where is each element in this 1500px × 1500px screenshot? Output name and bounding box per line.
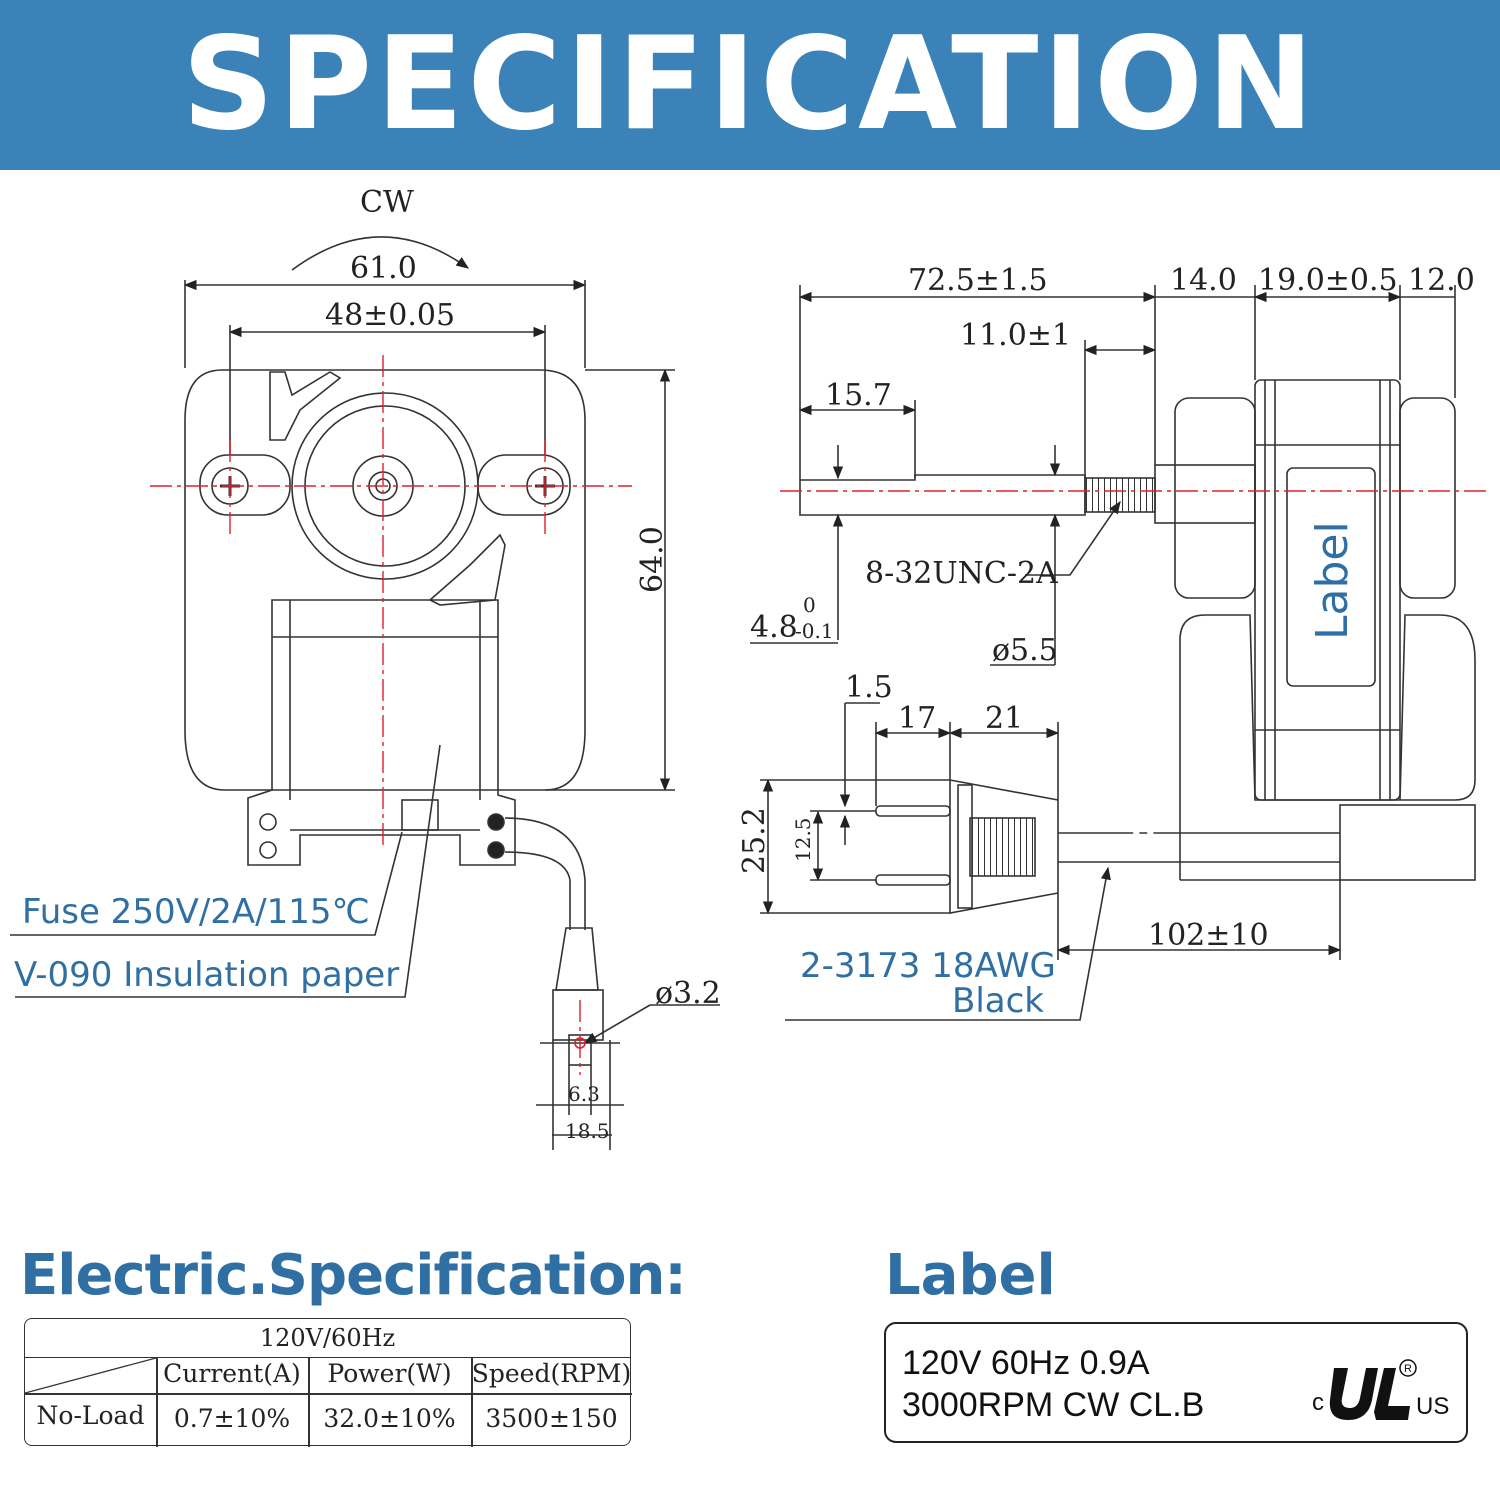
ul-certification-icon: c R US bbox=[1312, 1359, 1449, 1420]
svg-text:US: US bbox=[1416, 1393, 1449, 1420]
plug-grip bbox=[969, 817, 1036, 877]
dim-body-length: 21 bbox=[985, 701, 1023, 736]
callout-insulation: V-090 Insulation paper bbox=[14, 955, 399, 995]
frame-plate bbox=[184, 369, 586, 791]
value-power: 32.0±10% bbox=[323, 1404, 456, 1433]
dim-blade-length: 17 bbox=[898, 701, 936, 736]
electric-spec-heading: Electric.Specification: bbox=[20, 1243, 687, 1308]
side-bracket bbox=[1179, 614, 1476, 801]
page-title: SPECIFICATION bbox=[182, 10, 1318, 159]
table-divider bbox=[25, 1393, 632, 1395]
dim-blade-thickness: 1.5 bbox=[845, 670, 893, 705]
table-divider bbox=[471, 1357, 473, 1447]
front-centerlines bbox=[150, 355, 632, 1075]
svg-text:R: R bbox=[1404, 1363, 1412, 1375]
plug-view bbox=[760, 702, 1342, 1021]
label-heading: Label bbox=[885, 1243, 1056, 1308]
dim-connector-width: 18.5 bbox=[565, 1119, 610, 1143]
blade-bottom bbox=[875, 874, 951, 886]
header-current: Current(A) bbox=[163, 1359, 301, 1388]
coil-bracket bbox=[247, 599, 516, 866]
cord bbox=[1058, 832, 1340, 863]
banner: SPECIFICATION bbox=[0, 0, 1500, 170]
supply-cell: 120V/60Hz bbox=[25, 1319, 630, 1358]
dim-terminal-hole: ø3.2 bbox=[655, 976, 721, 1011]
dim-coil-width: 19.0±0.5 bbox=[1258, 263, 1398, 298]
terminal-block bbox=[1339, 804, 1476, 881]
dim-height: 64.0 bbox=[635, 526, 670, 593]
rotation-arrow bbox=[291, 236, 470, 271]
lead-wire bbox=[504, 817, 586, 930]
header-speed: Speed(RPM) bbox=[471, 1359, 632, 1388]
threaded-section bbox=[1084, 477, 1156, 513]
fuse bbox=[401, 799, 439, 831]
mount-ear-right bbox=[477, 454, 571, 516]
label-line-2: 3000RPM CW CL.B bbox=[902, 1386, 1205, 1424]
rotation-label: CW bbox=[360, 185, 414, 220]
dim-shaft-tol-upper: 0 bbox=[803, 593, 816, 617]
table-divider bbox=[156, 1357, 158, 1447]
callout-fuse: Fuse 250V/2A/115℃ bbox=[22, 892, 370, 932]
terminal-2 bbox=[487, 841, 505, 859]
dim-overall-height: 25.2 bbox=[737, 807, 772, 874]
technical-drawing: CW 61.0 48±0.05 64.0 ø3.2 6.3 18.5 Fuse … bbox=[10, 185, 1490, 1150]
side-view bbox=[750, 285, 1476, 881]
blade-top bbox=[875, 805, 951, 817]
dim-collar-diameter: ø5.5 bbox=[992, 633, 1058, 668]
callout-cord-line1: 2-3173 18AWG bbox=[800, 946, 1056, 986]
header-diagonal bbox=[25, 1357, 157, 1394]
value-speed: 3500±150 bbox=[485, 1404, 618, 1433]
value-current: 0.7±10% bbox=[173, 1404, 291, 1433]
label-line-1: 120V 60Hz 0.9A bbox=[902, 1344, 1150, 1382]
callout-cord-line2: Black bbox=[952, 981, 1044, 1021]
dim-thread-length: 11.0±1 bbox=[960, 318, 1071, 353]
thread-spec: 8-32UNC-2A bbox=[865, 556, 1058, 591]
table-divider bbox=[308, 1357, 310, 1447]
header-power: Power(W) bbox=[327, 1359, 452, 1388]
mount-ear-left bbox=[199, 454, 291, 516]
end-plate-left bbox=[1174, 397, 1256, 599]
dim-overall-width: 61.0 bbox=[350, 251, 417, 286]
clip-top bbox=[269, 371, 342, 441]
shaft bbox=[799, 474, 1086, 516]
dim-cord-length: 102±10 bbox=[1148, 918, 1269, 953]
row-label: No-Load bbox=[36, 1401, 145, 1430]
rating-label: 120V 60Hz 0.9A 3000RPM CW CL.B c R US bbox=[884, 1322, 1468, 1443]
label-marking: Label bbox=[1307, 521, 1358, 640]
connector bbox=[555, 927, 599, 991]
label-area bbox=[1286, 467, 1376, 687]
dim-blade-spacing: 12.5 bbox=[791, 817, 815, 862]
dim-terminal-width: 6.3 bbox=[568, 1082, 600, 1106]
shaft-collar bbox=[1154, 464, 1256, 524]
dim-shaft-diameter: 4.8 bbox=[750, 610, 798, 645]
dim-14: 14.0 bbox=[1170, 263, 1237, 298]
front-view bbox=[10, 236, 720, 1150]
dim-12: 12.0 bbox=[1408, 263, 1475, 298]
end-plate-right bbox=[1399, 397, 1456, 599]
dim-shaft-length: 72.5±1.5 bbox=[908, 263, 1048, 298]
terminal-1 bbox=[487, 813, 505, 831]
svg-text:c: c bbox=[1312, 1389, 1324, 1416]
dim-flat-length: 15.7 bbox=[825, 378, 892, 413]
dim-shaft-tol-lower: -0.1 bbox=[795, 619, 834, 643]
electric-spec-table: 120V/60Hz Current(A) Power(W) Speed(RPM)… bbox=[24, 1318, 632, 1447]
clip-bottom bbox=[428, 533, 506, 606]
dim-mount-spacing: 48±0.05 bbox=[325, 298, 455, 333]
